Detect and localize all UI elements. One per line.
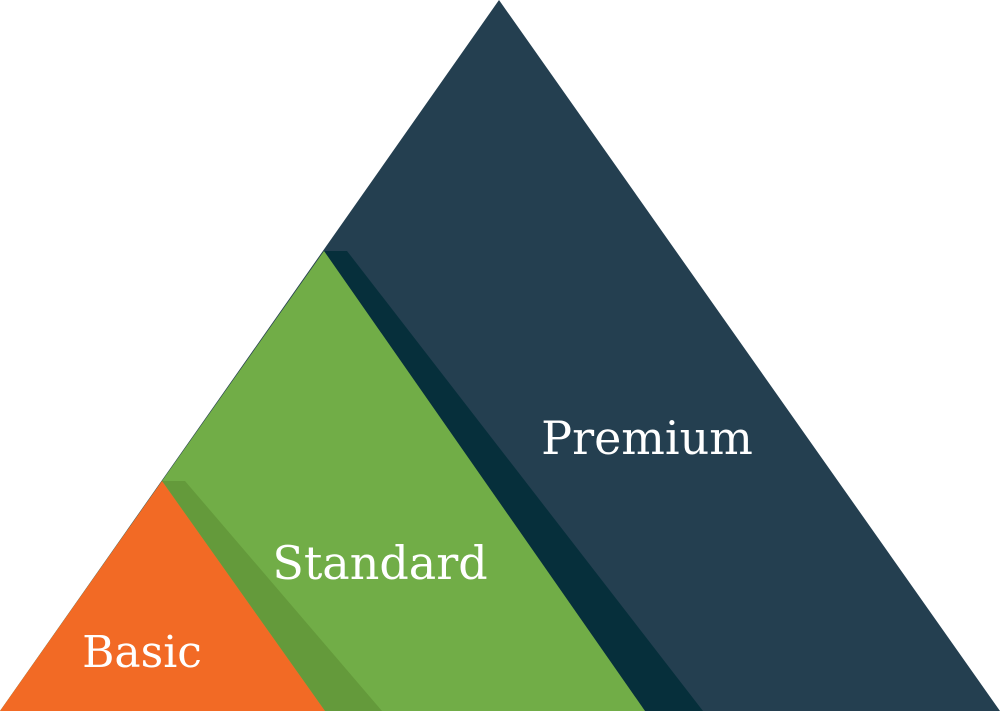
premium-tier-label: Premium [541,411,753,465]
standard-tier-label: Standard [272,536,487,590]
standard-shadow-band [324,251,703,711]
basic-tier-shape [0,481,325,711]
basic-tier-label: Basic [82,627,202,678]
basic-shadow-band [162,481,382,711]
